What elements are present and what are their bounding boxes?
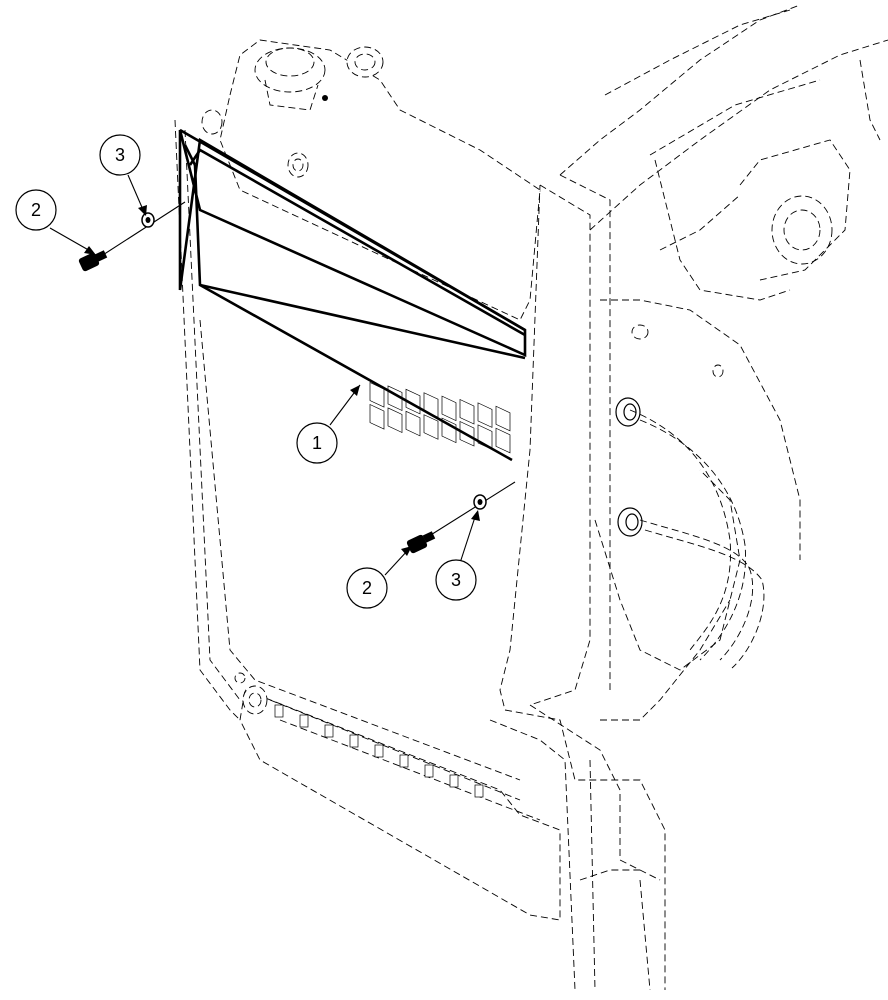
callout-3-lower-label: 3 [451, 570, 461, 590]
washer-upper [141, 212, 155, 228]
callout-1: 1 [296, 422, 338, 464]
lower-bolt-assembly [406, 481, 516, 554]
callout-1-label: 1 [312, 433, 322, 453]
hose-lines [615, 397, 765, 669]
upper-bolt-assembly [78, 201, 186, 272]
bolt-upper [78, 250, 108, 272]
radiator [174, 39, 561, 921]
bottom-fins [274, 704, 484, 798]
radiator-fins [369, 382, 511, 454]
callout-2-lower-label: 2 [362, 578, 372, 598]
callout-2-upper: 2 [15, 189, 57, 231]
shroud-panel [178, 128, 527, 462]
callout-2-upper-label: 2 [31, 200, 41, 220]
callout-2-lower: 2 [346, 567, 388, 609]
bolt-lower [406, 531, 436, 554]
loader-frame [489, 4, 888, 991]
callout-3-lower: 3 [435, 559, 477, 601]
callout-3-upper-label: 3 [115, 145, 125, 165]
callout-leaders [49, 174, 480, 576]
callout-3-upper: 3 [99, 134, 141, 176]
washer-lower [473, 494, 487, 510]
